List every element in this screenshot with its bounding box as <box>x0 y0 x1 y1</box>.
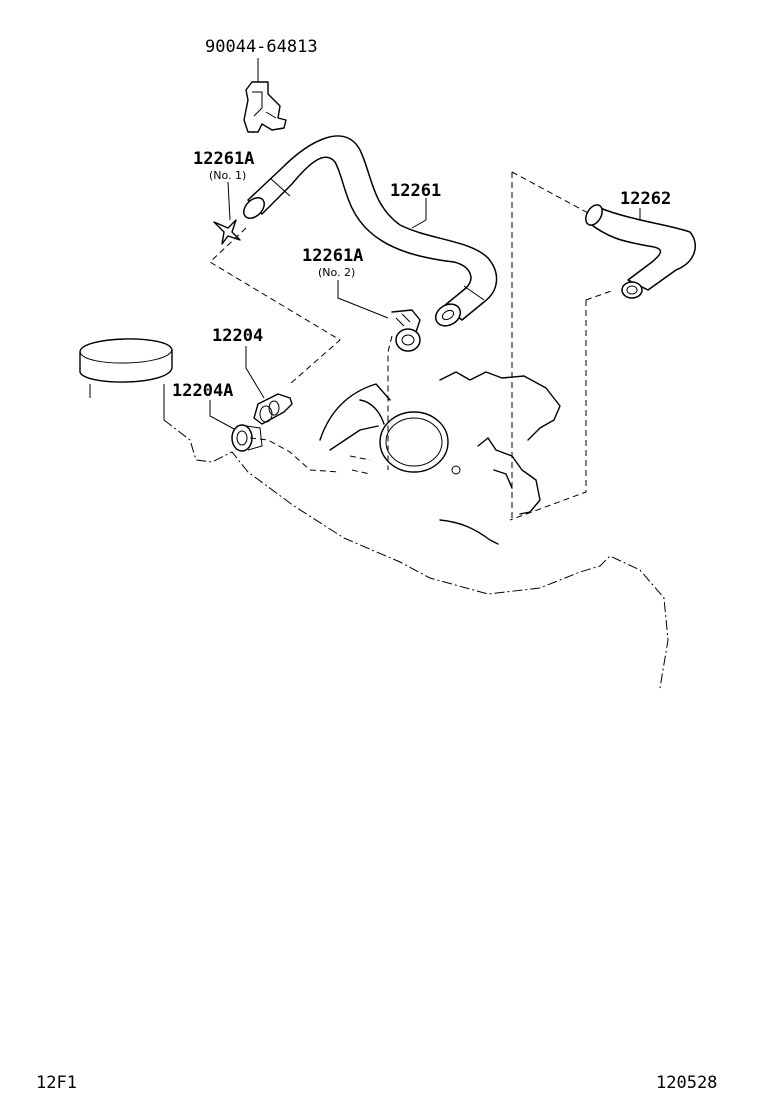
pcv-valve-drawing <box>253 393 293 425</box>
pcv-valve-part-number[interactable]: 12204 <box>212 326 263 346</box>
clamp-no2-drawing <box>391 309 421 352</box>
clamp-no1-drawing <box>213 219 241 245</box>
clip-drawing <box>243 81 287 133</box>
clamp-no1-part-number[interactable]: 12261A <box>193 149 254 169</box>
clip-part-number[interactable]: 90044-64813 <box>205 37 318 57</box>
clamp-no2-part-number[interactable]: 12261A <box>302 246 363 266</box>
grommet-part-number[interactable]: 12204A <box>172 381 233 401</box>
clamp-no2-note: (No. 2) <box>318 266 355 279</box>
engine-outline-drawing <box>163 171 669 689</box>
grommet-drawing <box>231 424 263 452</box>
hose-12262-part-number[interactable]: 12262 <box>620 189 671 209</box>
vent-hose-leader-line <box>411 198 427 229</box>
figure-code: 12F1 <box>36 1073 77 1093</box>
pcv-valve-leader-line <box>245 346 265 399</box>
clamp-no1-note: (No. 1) <box>209 169 246 182</box>
oil-filler-cap-drawing <box>79 338 173 420</box>
clamp-no1-leader-line <box>227 181 231 221</box>
date-code: 120528 <box>656 1073 717 1093</box>
vent-hose-part-number[interactable]: 12261 <box>390 181 441 201</box>
clamp-no2-leader-line <box>337 280 389 319</box>
vent-hose-drawing <box>243 135 498 327</box>
hose-12262-drawing <box>585 204 696 299</box>
grommet-leader-line <box>209 400 237 431</box>
